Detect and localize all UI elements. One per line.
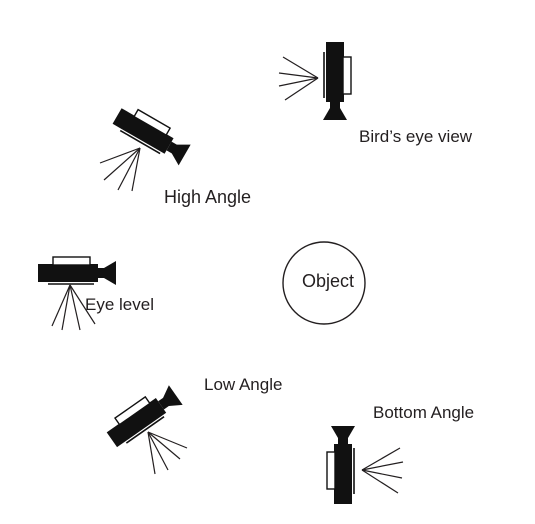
high-angle-camera-icon (99, 101, 194, 192)
eye-level-label: Eye level (85, 295, 154, 314)
low-angle-label: Low Angle (204, 375, 283, 394)
object-label: Object (302, 271, 355, 291)
low-angle-camera-icon (101, 381, 188, 475)
birds-eye-camera-icon (278, 41, 352, 121)
birds-eye-view-label: Bird’s eye view (359, 127, 473, 146)
eye-level-camera-icon (37, 256, 117, 331)
bottom-angle-label: Bottom Angle (373, 403, 475, 422)
bottom-angle-camera-icon (326, 425, 404, 505)
object-circle (282, 241, 366, 325)
high-angle-label: High Angle (164, 187, 252, 207)
